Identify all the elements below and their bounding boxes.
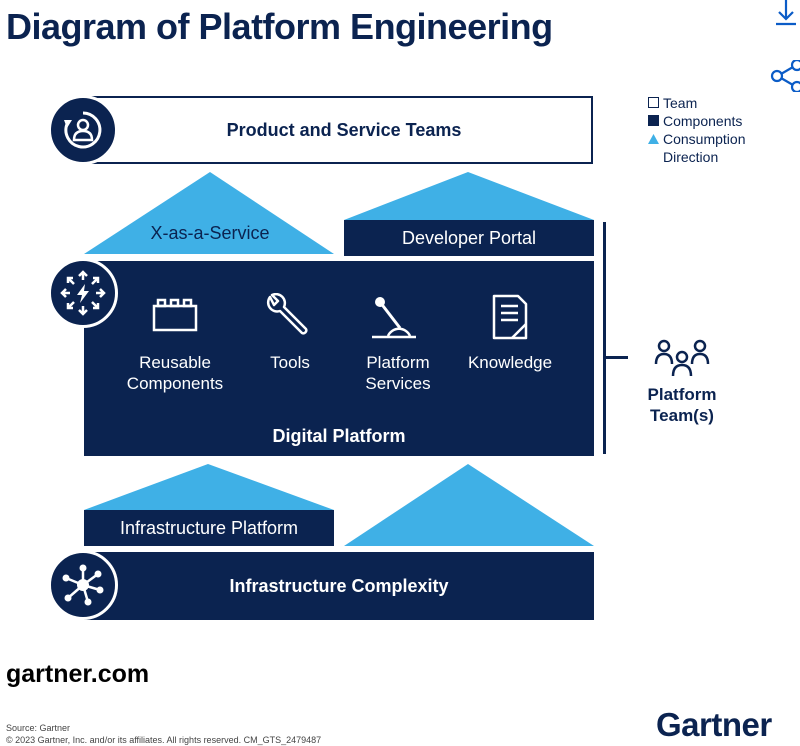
legend-item-team: Team [648,94,778,112]
source-note: Source: Gartner [6,723,71,733]
user-cycle-icon [48,95,118,165]
developer-portal-box: Developer Portal [344,220,594,256]
download-icon[interactable] [772,0,800,28]
white-square-icon [648,97,659,108]
legend-item-consumption: Consumption Direction [648,130,778,166]
platform-team-connector [606,356,628,359]
digital-platform-box [84,261,594,456]
bricks-icon [152,298,198,332]
copyright-note: © 2023 Gartner, Inc. and/or its affiliat… [6,735,322,745]
document-icon [492,294,528,340]
platform-teams-label: Platform Team(s) [647,385,717,425]
page-title: Diagram of Platform Engineering [6,6,553,47]
xaas-label: X-as-a-Service [150,222,270,243]
lever-icon [372,297,416,339]
product-teams-box: Product and Service Teams [85,96,593,164]
arrows-bolt-icon [48,258,118,328]
component-reusable: Reusable Components [126,353,224,393]
triangle-icon [648,134,659,144]
people-icon [654,339,710,377]
navy-square-icon [648,115,659,126]
legend-item-components: Components [648,112,778,130]
wrench-icon [266,293,308,335]
component-platform-services: Platform Services [365,353,431,393]
platform-team-bracket [603,222,606,454]
infra-platform-triangle [84,464,334,510]
component-knowledge: Knowledge [467,353,553,372]
share-icon[interactable] [770,60,800,92]
infrastructure-complexity-box: Infrastructure Complexity [84,552,594,620]
xaas-triangle [84,172,334,254]
site-link[interactable]: gartner.com [6,660,150,688]
infrastructure-platform-box: Infrastructure Platform [84,510,334,546]
legend: Team Components Consumption Direction [648,94,778,166]
digital-platform-label: Digital Platform [272,425,406,446]
component-tools: Tools [270,353,310,372]
infra-complexity-triangle [344,464,594,546]
network-icon [48,550,118,620]
developer-portal-triangle [344,172,594,220]
gartner-logo: Gartner [656,706,772,743]
